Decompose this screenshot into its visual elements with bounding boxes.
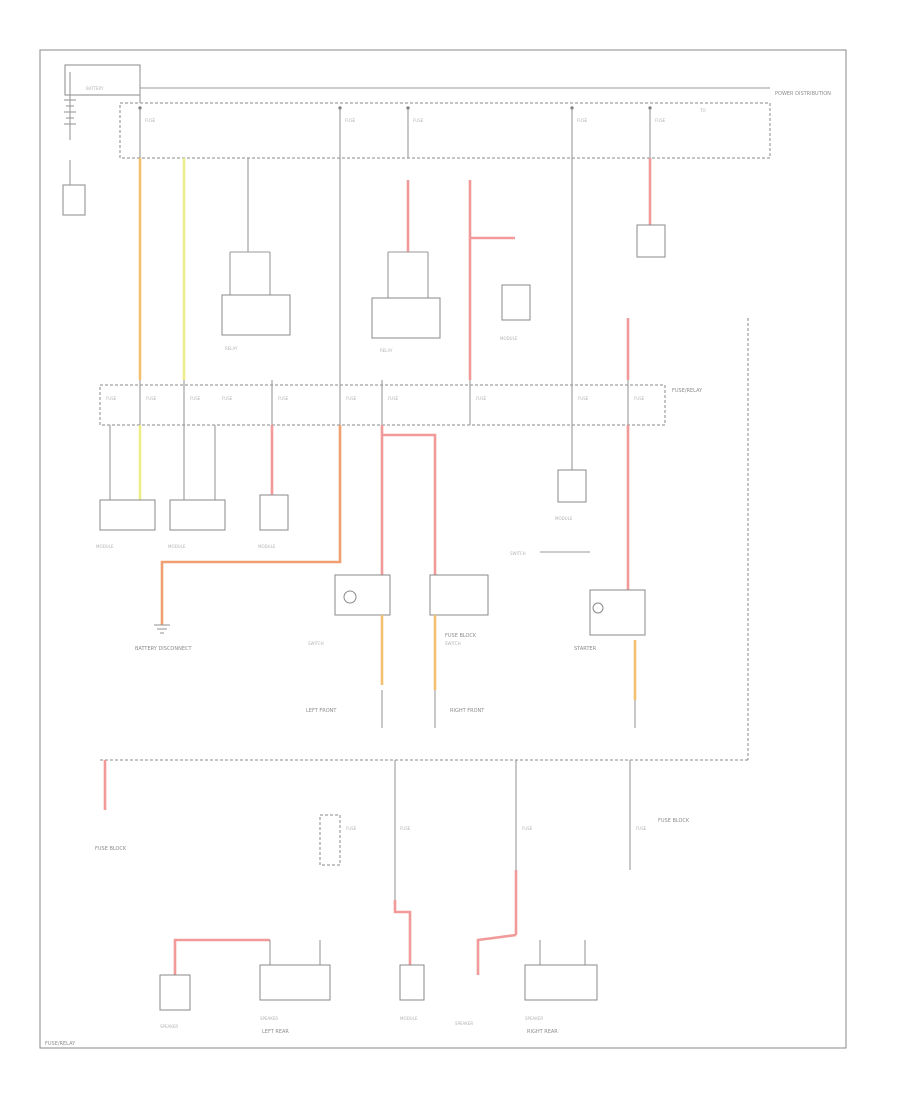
svg-text:SPEAKER: SPEAKER <box>260 1016 278 1021</box>
fuse-relay-label: FUSE/RELAY <box>672 388 703 394</box>
fuse-relay-label-bottom: FUSE/RELAY <box>45 1041 76 1047</box>
svg-text:RELAY: RELAY <box>225 346 238 351</box>
svg-text:MODULE: MODULE <box>258 544 276 549</box>
relay-group-2: RELAY <box>339 158 441 380</box>
svg-text:MODULE: MODULE <box>500 336 518 341</box>
power-distribution-box <box>119 102 771 159</box>
svg-text:FUSE: FUSE <box>388 396 399 401</box>
svg-text:FUSE: FUSE <box>345 118 356 123</box>
right-rear-label: RIGHT REAR <box>527 1029 558 1035</box>
relay-group-1: RELAY <box>221 158 291 351</box>
svg-text:FUSE: FUSE <box>522 826 533 831</box>
svg-text:FUSE: FUSE <box>222 396 233 401</box>
fuse-block-label-bottom: FUSE BLOCK <box>95 846 127 852</box>
bottom-right-group: SPEAKER SPEAKER <box>455 870 598 1026</box>
battery: BATTERY <box>62 64 141 216</box>
svg-text:FUSE: FUSE <box>278 396 289 401</box>
right-components: MODULE SWITCH <box>510 425 646 728</box>
svg-text:MODULE: MODULE <box>400 1016 418 1021</box>
fuse-block-label-center: FUSE BLOCK <box>445 633 477 639</box>
wire-orange-ground <box>160 425 342 625</box>
svg-text:TO: TO <box>699 108 706 113</box>
svg-text:FUSE: FUSE <box>145 118 156 123</box>
left-front-label: LEFT FRONT <box>306 708 337 714</box>
svg-text:SWITCH: SWITCH <box>308 641 324 646</box>
battery-label: BATTERY <box>86 86 104 91</box>
svg-text:FUSE: FUSE <box>655 118 666 123</box>
svg-text:FUSE: FUSE <box>146 396 157 401</box>
center-red-branch: MODULE <box>468 180 531 380</box>
svg-text:FUSE: FUSE <box>346 826 357 831</box>
right-front-label: RIGHT FRONT <box>450 708 485 714</box>
svg-text:FUSE: FUSE <box>636 826 647 831</box>
battery-disconnect-label: BATTERY DISCONNECT <box>135 646 192 652</box>
left-rear-label: LEFT REAR <box>262 1029 289 1035</box>
bottom-left-group: SPEAKER SPEAKER MODULE <box>159 870 425 1029</box>
svg-text:FUSE: FUSE <box>413 118 424 123</box>
svg-text:FUSE: FUSE <box>634 396 645 401</box>
svg-text:SPEAKER: SPEAKER <box>455 1021 473 1026</box>
svg-text:MODULE: MODULE <box>168 544 186 549</box>
svg-text:SPEAKER: SPEAKER <box>525 1016 543 1021</box>
power-distribution-label: POWER DISTRIBUTION <box>775 91 831 97</box>
svg-text:FUSE: FUSE <box>190 396 201 401</box>
starter-label: STARTER <box>574 646 597 652</box>
right-component-box <box>636 224 666 258</box>
top-bus-fuses: FUSE FUSE FUSE FUSE FUSE TO <box>138 106 706 158</box>
svg-text:MODULE: MODULE <box>96 544 114 549</box>
center-switches: SWITCH SWITCH <box>308 425 489 728</box>
svg-text:FUSE: FUSE <box>106 396 117 401</box>
svg-text:FUSE: FUSE <box>346 396 357 401</box>
svg-text:FUSE: FUSE <box>577 118 588 123</box>
lower-fuses: FUSE FUSE FUSE FUSE <box>319 810 647 870</box>
svg-text:SWITCH: SWITCH <box>445 641 461 646</box>
svg-text:SPEAKER: SPEAKER <box>160 1024 178 1029</box>
diagram-frame <box>39 49 847 1049</box>
svg-text:SWITCH: SWITCH <box>510 551 526 556</box>
second-bus-fuses: FUSE FUSE FUSE FUSE FUSE FUSE FUSE FUSE FUSE… <box>106 380 645 425</box>
fuse-block-label-right: FUSE BLOCK <box>658 818 690 824</box>
svg-text:FUSE: FUSE <box>476 396 487 401</box>
svg-text:RELAY: RELAY <box>380 348 393 353</box>
svg-text:FUSE: FUSE <box>578 396 589 401</box>
lower-bus-taps <box>103 760 631 810</box>
lower-left-components: MODULE MODULE MODULE <box>96 425 289 549</box>
svg-text:MODULE: MODULE <box>555 516 573 521</box>
svg-text:FUSE: FUSE <box>400 826 411 831</box>
